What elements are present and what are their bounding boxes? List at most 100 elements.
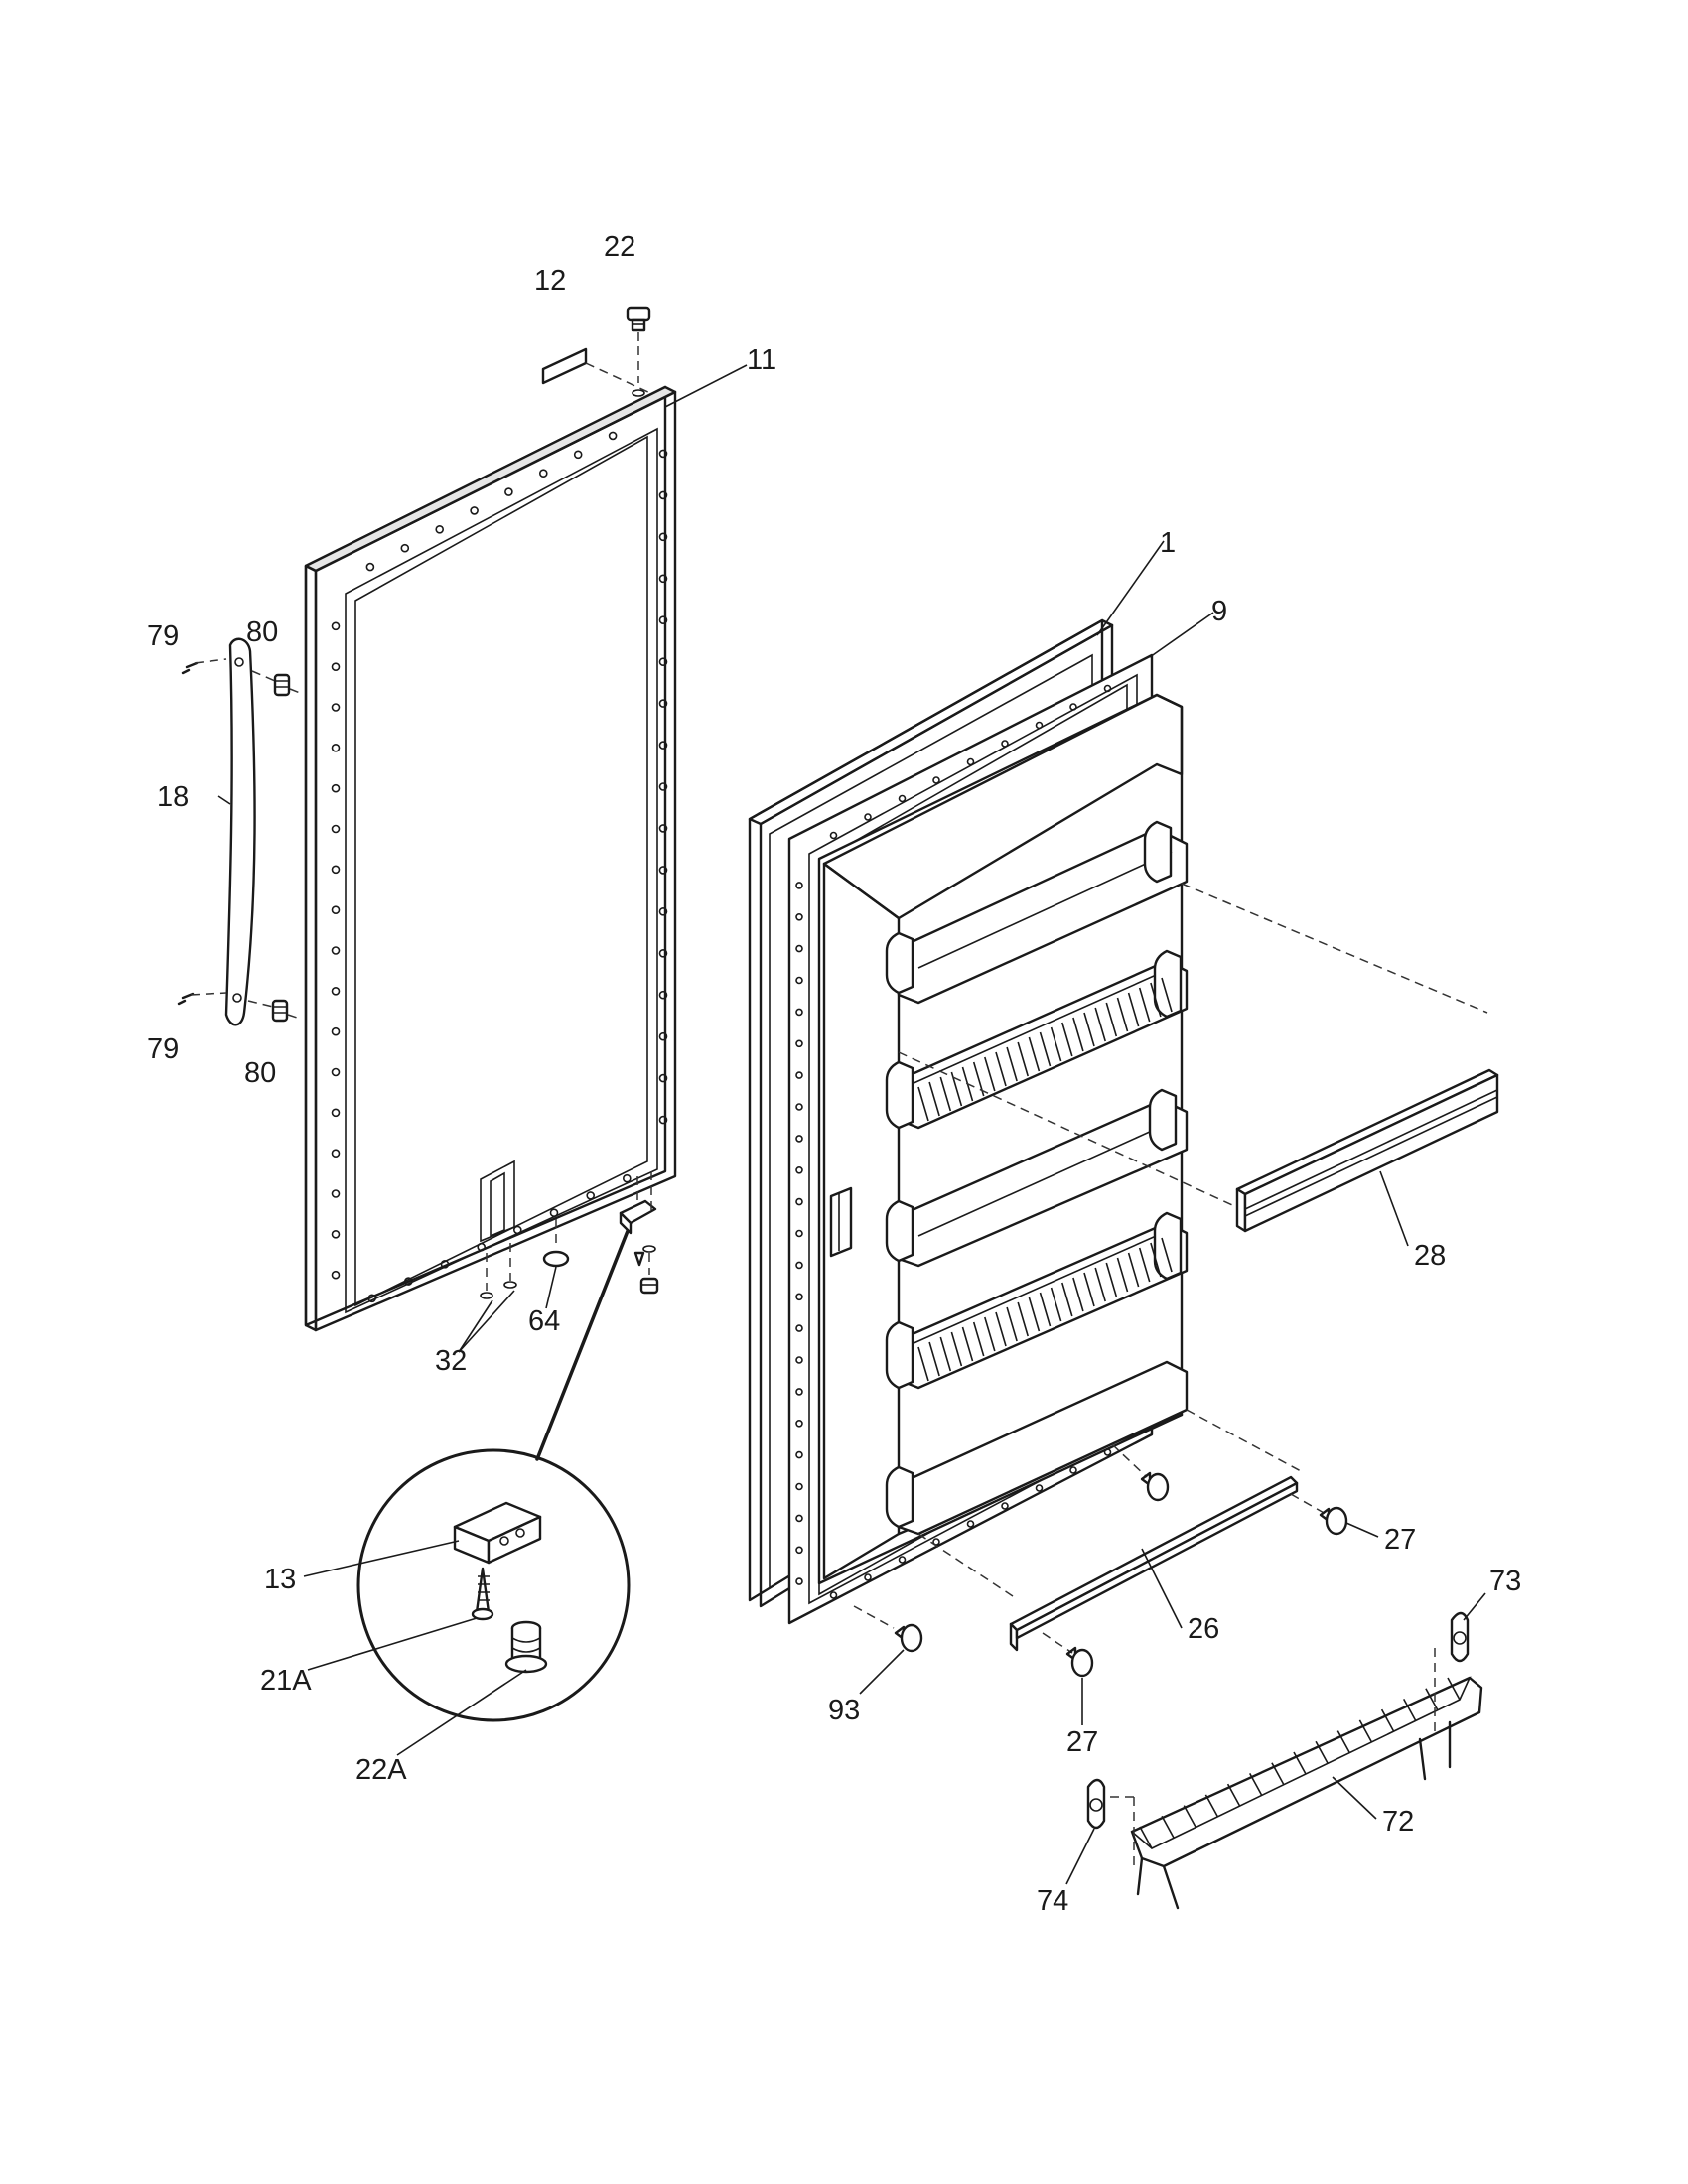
rib-line (1039, 1031, 1052, 1067)
callout-21a: 21A (260, 1665, 312, 1697)
hole-dot (331, 1026, 341, 1036)
rib-line (1083, 1012, 1095, 1047)
rib-line (984, 1056, 996, 1092)
rib-line (1028, 1036, 1041, 1072)
rib-line (1358, 1719, 1373, 1743)
hole-dot (440, 1260, 450, 1269)
hole-dot (795, 1039, 803, 1048)
hole-dot (658, 1073, 668, 1083)
rib-line (1183, 1805, 1197, 1828)
hole-dot (608, 431, 618, 441)
hole-dot (331, 1149, 341, 1158)
hole-dot (331, 743, 341, 752)
hole-dot (795, 976, 803, 985)
rib-line (984, 1316, 996, 1352)
hole-dot (331, 1189, 341, 1198)
rib-line (1161, 1237, 1173, 1273)
rib-line (917, 1086, 929, 1122)
hole-dot (658, 782, 668, 791)
top-plug-22 (626, 306, 651, 397)
door-basket-72 (1130, 1676, 1483, 1910)
basket-clip-73 (1434, 1611, 1470, 1732)
hole-dot (331, 1270, 341, 1280)
hole-dot (1103, 684, 1112, 693)
hole-dot (658, 699, 668, 708)
door-handle (224, 637, 256, 1026)
rib-line (939, 1336, 952, 1372)
detail-magnified-view (356, 1229, 631, 1722)
hole-dot (829, 1591, 838, 1599)
callout-80-top: 80 (246, 616, 278, 648)
rib-line (1061, 1022, 1073, 1057)
rib-line (1017, 1301, 1029, 1337)
screw-27-b (1042, 1632, 1094, 1678)
rib-line (1006, 1046, 1018, 1082)
hole-dot (658, 490, 668, 500)
rib-line (1094, 1267, 1106, 1302)
hinge-bracket-13 (453, 1501, 542, 1565)
hole-dot (1069, 1466, 1077, 1474)
hole-dot (795, 1388, 803, 1396)
callout-93: 93 (828, 1695, 860, 1726)
hole-dot (512, 1225, 522, 1235)
hole-dot (658, 741, 668, 750)
callout-11: 11 (747, 344, 776, 376)
hole-dot (365, 562, 375, 572)
rib-line (1127, 992, 1140, 1027)
rib-line (1150, 1242, 1162, 1278)
hole-dot (795, 912, 803, 921)
door-label-12 (541, 347, 651, 394)
hole-dot (331, 1230, 341, 1239)
rib-line (939, 1076, 952, 1112)
hole-dot (331, 986, 341, 996)
hole-dot (549, 1208, 559, 1217)
hole-dot (898, 794, 907, 803)
rib-line (1105, 1262, 1118, 1297)
rib-line (928, 1341, 940, 1377)
hole-dot (367, 1294, 377, 1303)
hole-dot (658, 866, 668, 875)
hole-dot (795, 1482, 803, 1491)
hole-dot (795, 1197, 803, 1206)
hole-dot (658, 990, 668, 1000)
rib-line (950, 1331, 963, 1367)
callout-18: 18 (157, 781, 189, 813)
hole-dot (795, 1261, 803, 1270)
hole-dot (658, 948, 668, 958)
hole-dot (795, 1324, 803, 1332)
shelf-rack-bars (917, 977, 1173, 1382)
screw-shelf-mount (1111, 1443, 1170, 1502)
rib-line (995, 1311, 1007, 1347)
hole-dot (622, 1173, 632, 1183)
hole-dot (795, 1229, 803, 1238)
hole-dot (795, 1008, 803, 1017)
rib-line (1083, 1272, 1095, 1307)
bottom-bar-26 (917, 1409, 1302, 1652)
hole-dot (932, 776, 940, 784)
callout-12: 12 (534, 265, 566, 297)
hole-dot (331, 662, 341, 672)
rib-line (1402, 1699, 1417, 1721)
rib-line (917, 1346, 929, 1382)
hole-dot (658, 615, 668, 625)
rib-line (1293, 1751, 1307, 1775)
rib-line (1139, 1826, 1153, 1849)
basket-clip-74 (1086, 1778, 1135, 1866)
hole-dot (331, 783, 341, 793)
callout-26: 26 (1188, 1613, 1219, 1645)
rib-line (1028, 1297, 1041, 1332)
rib-line (1105, 1002, 1118, 1037)
hole-dot (795, 1514, 803, 1523)
hole-dot (795, 1166, 803, 1174)
callout-22a: 22A (355, 1754, 407, 1786)
hole-dot (477, 1242, 487, 1252)
rib-line (1050, 1026, 1062, 1062)
hole-dot (1001, 740, 1009, 748)
shelf-bar-28 (898, 883, 1499, 1233)
rib-line (1116, 1257, 1129, 1293)
callout-73: 73 (1489, 1566, 1521, 1597)
rib-line (972, 1321, 985, 1357)
hole-dot (658, 1031, 668, 1041)
rib-line (1204, 1794, 1219, 1818)
